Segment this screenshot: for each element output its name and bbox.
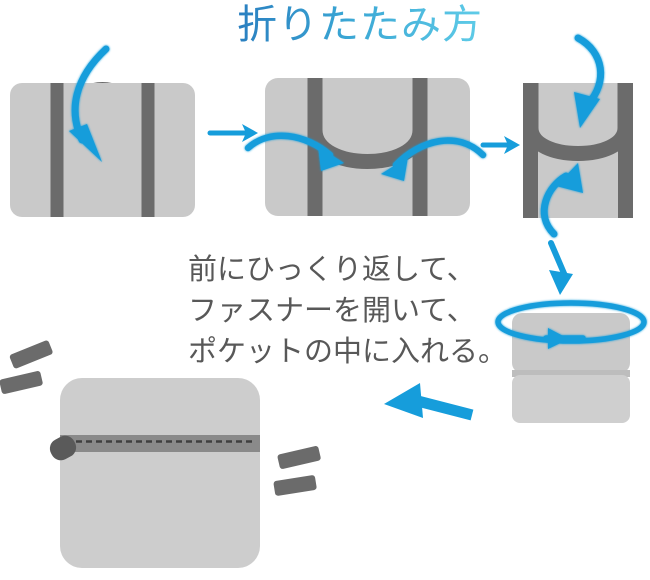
zipper-band bbox=[60, 435, 260, 452]
instruction-line-2: ファスナーを開いて、 bbox=[188, 295, 476, 327]
fold-top-down-arrow-icon bbox=[574, 34, 605, 128]
step-4-bag-folded-small-flip bbox=[495, 300, 647, 423]
sparkle-icon-bottom-right bbox=[273, 446, 321, 496]
bag-strap-left bbox=[523, 83, 538, 218]
fold-bottom-up-arrow-icon bbox=[540, 163, 583, 238]
arrow-step1-to-step2 bbox=[207, 124, 258, 142]
step-5-finished-zipper-pouch bbox=[0, 340, 321, 568]
instruction-line-3: ポケットの中に入れる。 bbox=[188, 335, 507, 368]
arrow-step2-to-step3 bbox=[480, 136, 520, 154]
arrow-step4-to-step5 bbox=[384, 383, 474, 421]
bag-body bbox=[10, 83, 195, 217]
bag-strap-right bbox=[141, 83, 155, 217]
step-3-bag-folded-narrow bbox=[523, 34, 633, 238]
bag-body bbox=[265, 78, 470, 216]
sparkle-icon-top-left bbox=[0, 340, 53, 394]
bag-fold-seam bbox=[512, 370, 630, 377]
pouch-body bbox=[60, 378, 260, 568]
arrow-step3-to-step4 bbox=[548, 240, 573, 295]
curved-down-arrow-icon bbox=[69, 45, 110, 162]
instruction-text-block: 前にひっくり返して、 ファスナーを開いて、 ポケットの中に入れる。 bbox=[188, 253, 507, 368]
zipper-pull-tab bbox=[49, 435, 77, 461]
step-1-bag-with-handles-up bbox=[10, 45, 195, 217]
fold-in-arrow-left-icon bbox=[244, 132, 344, 171]
bag-strap-right bbox=[618, 83, 633, 218]
step-2-bag-handles-folded-in bbox=[244, 78, 487, 216]
fold-in-arrow-right-icon bbox=[381, 137, 487, 181]
page-title: 折りたたみ方 bbox=[237, 2, 483, 47]
instruction-line-1: 前にひっくり返して、 bbox=[188, 253, 476, 286]
bag-strap-left bbox=[50, 83, 64, 217]
bag-body-lower bbox=[512, 375, 630, 423]
rotate-arrow-icon bbox=[495, 300, 647, 349]
